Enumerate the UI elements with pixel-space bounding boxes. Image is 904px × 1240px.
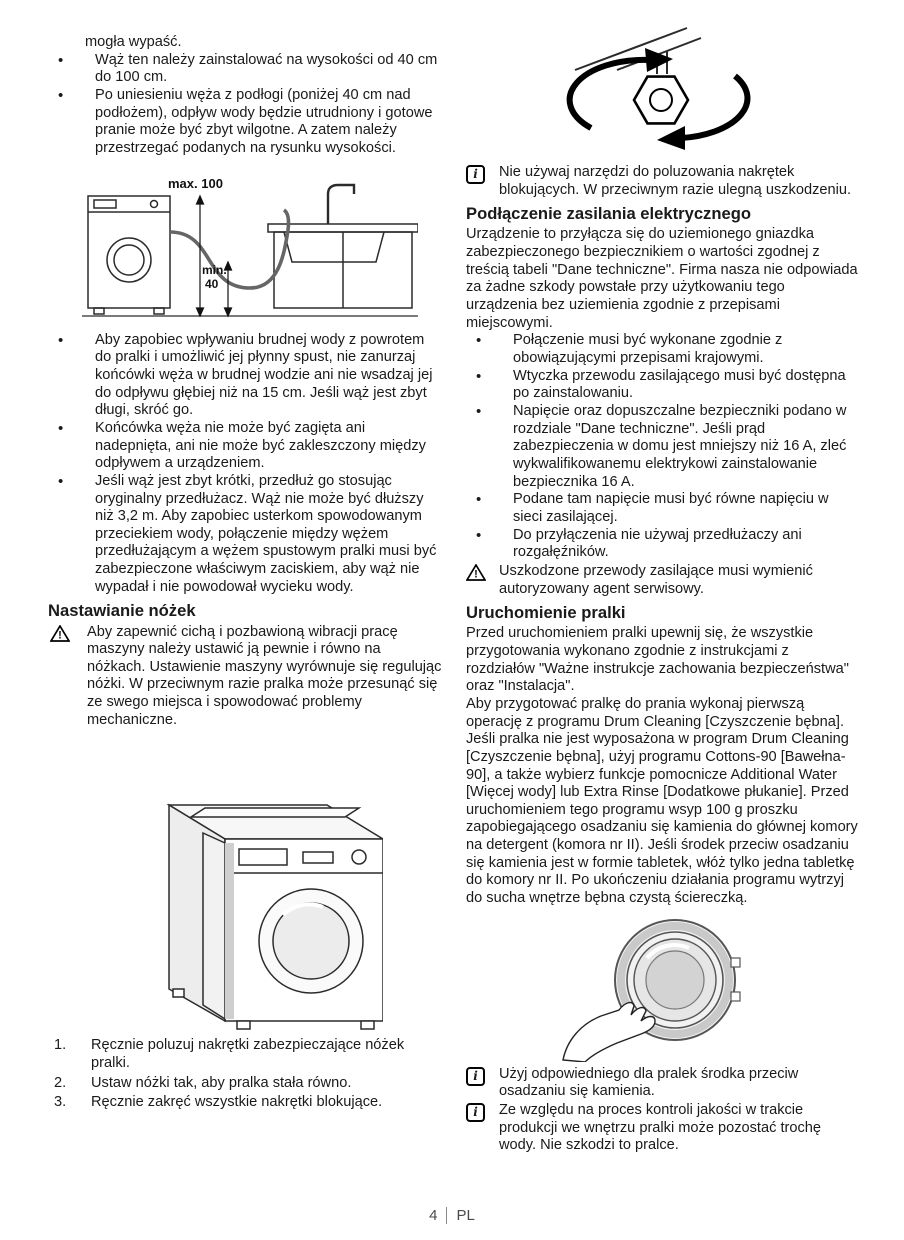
figure-label-min-value: 40 [205,277,219,291]
section-heading-feet: Nastawianie nóżek [48,601,196,621]
figure-locknut-loosen [466,26,860,156]
warning-text: Uszkodzone przewody zasilające musi wymi… [499,562,813,597]
figure-drain-hose-heights: max. 100 min. 40 [58,170,442,320]
info-note: i Nie używaj narzędzi do poluzowania nak… [466,164,860,199]
bullet-text: Wtyczka przewodu zasilającego musi być d… [513,367,846,402]
svg-text:!: ! [58,629,62,641]
bullet-text: Połączenie musi być wykonane zgodnie z o… [513,332,783,366]
warning-icon-wrap: ! [48,623,87,730]
warning-note: ! Aby zapewnić cichą i pozbawioną wibrac… [48,624,442,730]
step-number: 2. [54,1074,67,1091]
info-icon: i [466,1103,485,1123]
info-icon-wrap: i [466,1066,499,1101]
list-item: • Połączenie musi być wykonane zgodnie z… [466,332,860,367]
figure-label-min: min. [202,263,227,277]
info-icon: i [466,165,485,184]
bullet-text: Po uniesieniu węża z podłogi (poniżej 40… [95,86,433,156]
list-item: • Jeśli wąż jest zbyt krótki, przedłuż g… [48,473,442,597]
footer-divider [446,1207,448,1224]
info-note: i Użyj odpowiedniego dla pralek środka p… [466,1066,860,1101]
step-text: Ręcznie poluzuj nakrętki zabezpieczające… [91,1037,405,1072]
numbered-step: 3. Ręcznie zakręć wszystkie nakrętki blo… [48,1094,442,1112]
bullet-text: Napięcie oraz dopuszczalne bezpieczniki … [513,402,847,490]
bullet-text: Podane tam napięcie musi być równe napię… [513,491,829,525]
list-item: • Końcówka węża nie może być zagięta ani… [48,420,442,473]
numbered-step: 1. Ręcznie poluzuj nakrętki zabezpieczaj… [48,1037,442,1072]
figure-drum-wiping [466,914,860,1062]
note-text: Nie używaj narzędzi do poluzowania nakrę… [499,164,852,198]
warning-icon: ! [465,563,487,581]
right-column: i Nie używaj narzędzi do poluzowania nak… [465,26,860,1156]
locknut-figure-drawing [566,27,751,150]
bullet-text: Końcówka węża nie może być zagięta ani n… [95,419,426,472]
step-number: 3. [54,1094,67,1111]
warning-text: Aby zapewnić cichą i pozbawioną wibracji… [87,623,442,728]
bullet-dot: • [476,402,482,420]
svg-text:!: ! [474,568,478,580]
list-item: • Wtyczka przewodu zasilającego musi być… [466,368,860,403]
step-text: Ręcznie zakręć wszystkie nakrętki blokuj… [91,1094,383,1111]
bullet-dot: • [58,86,64,104]
page-footer: 4 PL [0,1207,904,1224]
startup-paragraph-2: Aby przygotować pralkę do prania wykonaj… [466,695,858,907]
info-note: i Ze względu na proces kontroli jakości … [466,1102,860,1155]
step-text: Ustaw nóżki tak, aby pralka stała równo. [91,1074,352,1091]
bullet-text: Do przyłączenia nie używaj przedłużaczy … [513,526,802,561]
warning-icon-wrap: ! [465,563,499,598]
note-text: Ze względu na proces kontroli jakości w … [499,1102,822,1154]
warning-icon: ! [49,623,71,642]
page-number: 4 [429,1207,438,1224]
figure-label-max-height: max. 100 [168,176,223,191]
info-icon: i [466,1066,485,1086]
bullet-dot: • [476,332,482,350]
section-heading-startup: Uruchomienie pralki [466,603,626,623]
bullet-dot: • [58,472,64,490]
bullet-text: Jeśli wąż jest zbyt krótki, przedłuż go … [95,472,437,595]
drum-wiping-figure-drawing [562,918,741,1062]
bullet-text: Wąż ten należy zainstalować na wysokości… [95,51,438,86]
carryover-text: mogła wypaść. [85,34,182,50]
numbered-step: 2. Ustaw nóżki tak, aby pralka stała rów… [48,1075,442,1093]
left-column: mogła wypaść. • Wąż ten należy zainstalo… [48,34,442,1114]
note-text: Użyj odpowiedniego dla pralek środka prz… [499,1065,799,1100]
bullet-text: Aby zapobiec wpływaniu brudnej wody z po… [95,331,433,419]
list-item: • Po uniesieniu węża z podłogi (poniżej … [48,87,442,158]
info-icon-wrap: i [466,1102,499,1155]
bullet-dot: • [476,491,482,509]
info-icon-wrap: i [466,164,499,199]
power-intro-paragraph: Urządzenie to przyłącza się do uziemione… [466,226,858,331]
figure-washing-machine-leveling [48,739,442,1031]
bullet-dot: • [476,367,482,385]
list-item: • Podane tam napięcie musi być równe nap… [466,491,860,526]
bullet-dot: • [58,419,64,437]
drain-hose-figure-drawing: max. 100 min. 40 [82,176,418,318]
list-item: • Napięcie oraz dopuszczalne bezpiecznik… [466,403,860,491]
language-code: PL [456,1207,475,1224]
startup-paragraph-1: Przed uruchomieniem pralki upewnij się, … [466,625,849,695]
section-heading-power: Podłączenie zasilania elektrycznego [466,204,751,224]
bullet-dot: • [58,51,64,69]
list-item: • Do przyłączenia nie używaj przedłużacz… [466,527,860,562]
step-number: 1. [54,1037,67,1054]
bullet-dot: • [58,331,64,349]
bullet-dot: • [476,526,482,544]
washing-machine-figure-drawing [166,804,383,1031]
list-item: • Wąż ten należy zainstalować na wysokoś… [48,52,442,87]
list-item: • Aby zapobiec wpływaniu brudnej wody z … [48,332,442,420]
warning-note: ! Uszkodzone przewody zasilające musi wy… [465,562,860,598]
